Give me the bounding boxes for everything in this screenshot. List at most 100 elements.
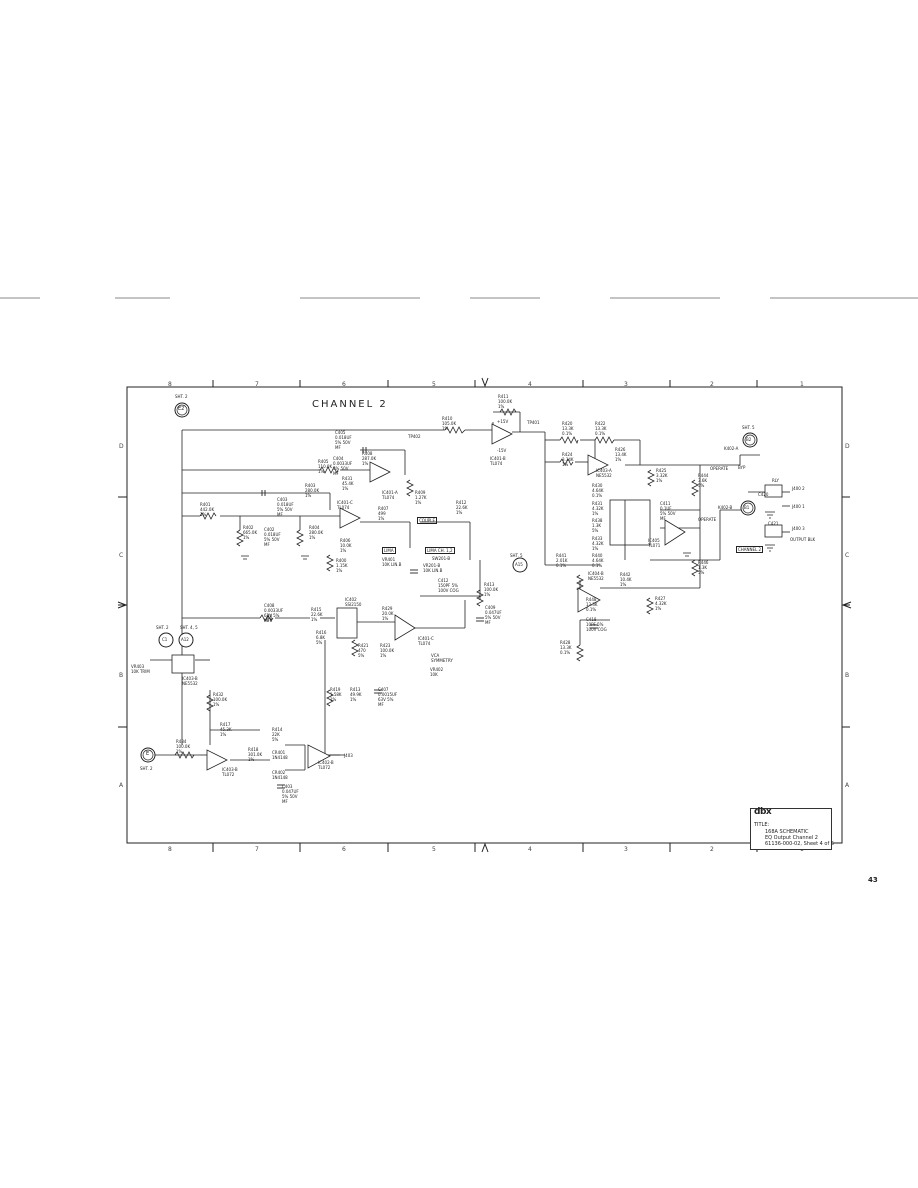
opamp-ic404b: [577, 587, 601, 613]
frame-col-label: 2: [710, 846, 714, 853]
opamp-ic401d: [394, 614, 416, 641]
label-r416: R416 6.8K 5%: [316, 630, 327, 645]
label-r413b: R413 49.9K 1%: [350, 687, 362, 702]
label-c407: C407 0.0015UF 63V 5% MF: [378, 687, 398, 707]
resistor-r428: [576, 644, 584, 662]
connector-e2-sheet: SHT. 2: [175, 394, 188, 399]
title-block-line2: EQ Output Channel 2: [765, 835, 818, 841]
label-ic401a: IC401-A TL074: [382, 490, 398, 500]
label-j400-1: J400 1: [792, 504, 805, 509]
title-block-label: TITLE:: [754, 822, 770, 828]
frame-col-label: 1: [800, 381, 804, 388]
opamp-ic403b-left: [206, 749, 228, 771]
connector-a12: [178, 632, 194, 648]
frame-row-label: B: [119, 672, 124, 679]
connector-c1-label: C1: [162, 637, 168, 642]
label-c411: C411 0.1UF 5% 50V MF: [660, 501, 676, 521]
relay-k402b: [764, 484, 783, 498]
label-r431b: R431 45.4K 1%: [342, 476, 354, 491]
label-r408: R408 287.0K 1%: [362, 451, 377, 466]
label-r415: R415 22.6K 1%: [311, 607, 323, 622]
label-r433: R433 4.32K 1%: [592, 536, 604, 551]
label-r418: R418 301.0K 1%: [248, 747, 263, 762]
resistor-r400: [326, 554, 334, 572]
resistor-r432: [206, 694, 214, 712]
label-ic404b: IC404-B NE5532: [588, 571, 604, 581]
resistor-r411: [499, 408, 517, 416]
frame-col-label: 6: [342, 381, 346, 388]
frame-row-label: B: [845, 672, 850, 679]
connector-a12-sheet-left: SHT. 2: [156, 625, 169, 630]
wiring: [150, 411, 790, 771]
resistor-r409: [406, 479, 414, 497]
title-block: dbx TITLE: 168A SCHEMATIC EQ Output Chan…: [750, 807, 834, 850]
bypass-label: BYP: [738, 465, 746, 470]
label-c409: C409 0.047UF 5% 50V MF: [485, 605, 502, 625]
label-r400: R400 1.15K 1%: [336, 558, 348, 573]
connector-a12-label: A12: [181, 637, 189, 642]
frame-col-label: 3: [624, 381, 628, 388]
label-r442: R442 10.4K 1%: [620, 572, 632, 587]
opamp-ic401b: [491, 423, 513, 445]
label-r422: R422 13.3K 0.1%: [595, 421, 607, 436]
label-r441: R441 2.01K 0.1%: [556, 553, 568, 568]
resistor-r401: [199, 512, 217, 520]
label-c403: C403 0.018UF 5% 50V MF: [277, 497, 294, 517]
label-k402a: K402-A: [724, 446, 739, 451]
label-ic402: IC402 SSI2150: [345, 597, 362, 607]
title-block-line1: 168A SCHEMATIC: [765, 829, 809, 835]
capacitors: [261, 447, 598, 789]
resistor-r427: [646, 597, 654, 615]
drawing-frame: [117, 377, 852, 853]
label-r431: R431 4.32K 1%: [592, 501, 604, 516]
label-r423: R423 100.0K 1%: [380, 643, 395, 658]
dbx-logo: dbx: [754, 807, 772, 817]
connector-c1: [158, 632, 174, 648]
label-r404: R404 280.0K 1%: [309, 525, 324, 540]
label-j400-2: J400 2: [792, 486, 805, 491]
channel2-box-label: CHANNEL 2: [736, 546, 764, 553]
label-r407: R407 499 1%: [378, 506, 389, 521]
label-r401: R401 442.0K 1%: [200, 502, 215, 517]
connector-e-label: E: [146, 751, 150, 757]
connector-a12-sheet-right: SHT. 4, 5: [180, 625, 198, 630]
frame-row-label: D: [119, 443, 124, 450]
label-ic402b: IC402-B TL072: [318, 760, 334, 770]
ground-symbols: [241, 511, 775, 560]
label-r411: R411 100.0K 1%: [498, 394, 513, 409]
connector-a15-label: A15: [515, 562, 523, 567]
label-c408: C408 0.0033UF 63V 5% MF: [264, 603, 284, 623]
resistor-r425: [647, 469, 655, 487]
label-r414: R414 22K 5%: [272, 727, 283, 742]
label-r428: R428 13.3K 0.1%: [560, 640, 572, 655]
channel-title: CHANNEL 2: [312, 399, 388, 410]
frame-row-label: C: [119, 552, 124, 559]
label-ic405: IC405 TL071: [648, 538, 661, 548]
resistor-r441: [576, 574, 584, 592]
page-number: 43: [868, 876, 878, 884]
connector-b2-label: B2: [746, 437, 752, 442]
connector-e2-label: E2: [178, 406, 185, 412]
frame-col-label: 5: [432, 381, 436, 388]
resistor-r446: [691, 559, 699, 577]
label-ic401b: IC401-B TL074: [490, 456, 506, 466]
label-r440: R440 4.64K 0.1%: [592, 553, 604, 568]
resistor-r410: [444, 426, 466, 434]
resistor-r419: [326, 689, 334, 707]
frame-row-label: A: [119, 782, 124, 789]
frame-col-label: 7: [255, 846, 259, 853]
resistor-r402: [236, 529, 244, 547]
label-cr402: CR402 1N4148: [272, 770, 288, 780]
frame-row-label: C: [845, 552, 850, 559]
ic-ne4558: [171, 654, 195, 674]
opamp-ic402b: [307, 744, 331, 769]
connector-a15-sheet: SHT. 5: [510, 553, 523, 558]
operate-label-2: OPERATE: [698, 517, 717, 522]
label-ic401c: IC401-C TL074: [337, 500, 353, 510]
resistor-r413: [476, 589, 484, 607]
label-r427: R427 4.32K 1%: [655, 596, 667, 611]
label-minus15-a: -15V: [497, 448, 507, 453]
label-tp402: TP402: [408, 434, 421, 439]
resistor-r444: [691, 479, 699, 497]
